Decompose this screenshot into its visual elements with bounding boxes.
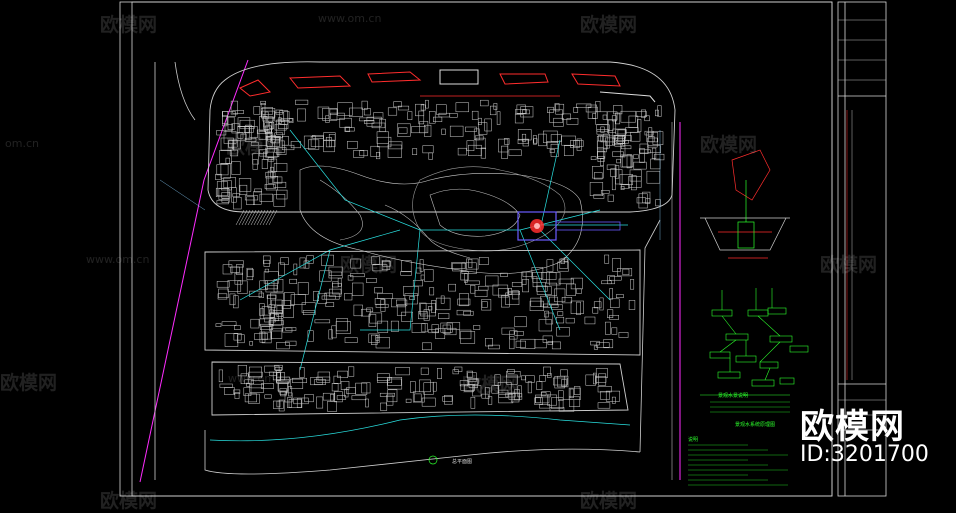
watermark-text: 欧模网: [0, 372, 58, 394]
south-block: [204, 249, 641, 416]
north-marker: [428, 455, 438, 465]
water-schematic: [688, 288, 809, 486]
watermark-text: om.cn: [5, 137, 39, 150]
title-block: [838, 19, 886, 416]
property-line: [139, 59, 681, 483]
watermark-text: 欧模网: [226, 136, 284, 158]
watermark-text: www.om.cn: [228, 372, 292, 385]
fountain-feature: [517, 211, 621, 241]
plan-caption: 总平面图: [452, 459, 473, 465]
detail-title: 景观水系统原理图: [735, 422, 776, 428]
watermark-text: 欧模网: [580, 14, 638, 36]
building-blocks: [215, 99, 665, 412]
watermark-text: 欧模网: [340, 254, 398, 276]
legend-title: 景观水景说明: [718, 393, 749, 399]
watermark-text: www.om.cn: [318, 12, 382, 25]
watermark-text: 欧模网: [100, 490, 158, 512]
water-lines: [209, 129, 631, 442]
watermark-text: 欧模网: [462, 374, 520, 396]
watermark-text: 欧模网: [580, 490, 638, 512]
watermark-text: 欧模网: [100, 14, 158, 36]
brand-id: ID:3201700: [800, 442, 929, 467]
pavilions: [239, 69, 656, 103]
watermark-text: 欧模网: [700, 134, 758, 156]
watermark-text: www.om.cn: [86, 253, 150, 266]
drawing-frame: [119, 1, 887, 497]
notes-heading: 说明: [688, 437, 699, 443]
brand-name: 欧模网: [800, 407, 905, 447]
north-block: [207, 61, 676, 213]
site-plan-canvas: [119, 1, 887, 497]
road-outline: [154, 61, 661, 480]
watermark-text: 欧模网: [820, 254, 878, 276]
detail-section: [700, 149, 790, 259]
axis-lines: [159, 130, 661, 240]
